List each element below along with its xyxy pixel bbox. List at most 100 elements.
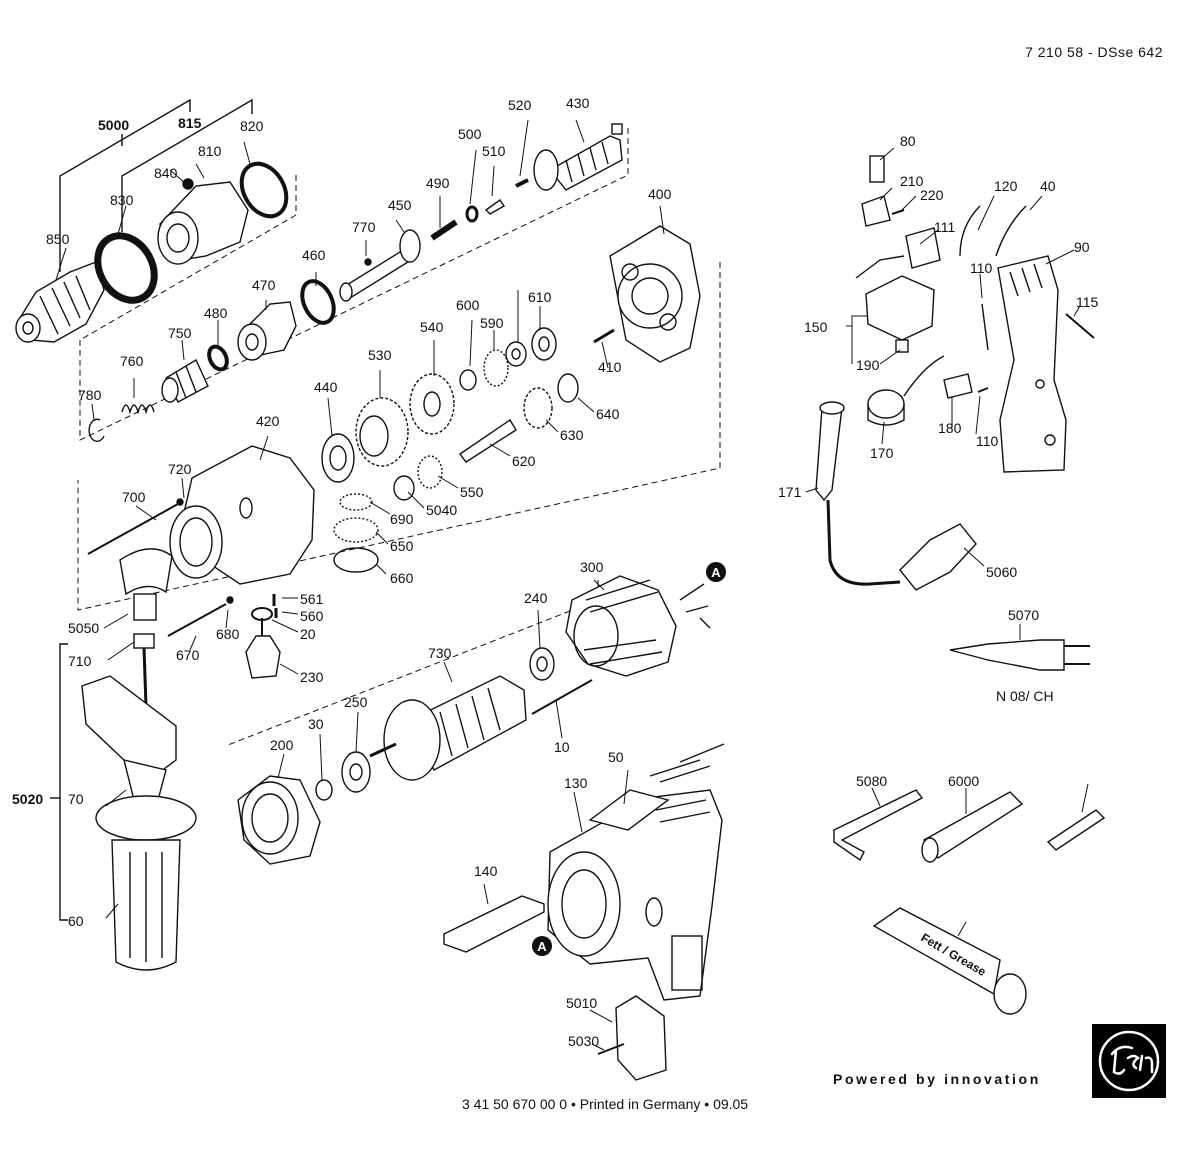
part-label: 5010: [566, 995, 597, 1011]
part-label: 50: [608, 749, 624, 765]
grease-tube: [872, 907, 1027, 1015]
part-label: 500: [458, 126, 482, 142]
spindle: [533, 123, 623, 191]
part-label: 810: [198, 143, 222, 159]
gears-row: [321, 327, 579, 501]
svg-text:A: A: [537, 939, 547, 954]
part-label: 230: [300, 669, 324, 685]
part-label: 560: [300, 608, 324, 624]
part-label: 5060: [986, 564, 1017, 580]
part-label: 20: [300, 626, 316, 642]
motor-housing: [547, 789, 723, 1001]
part-label: 590: [480, 315, 504, 331]
part-label: 610: [528, 289, 552, 305]
part-label: 5000: [98, 117, 129, 133]
part-label: 840: [154, 165, 178, 181]
part-label: 470: [252, 277, 276, 293]
part-label: 5020: [12, 791, 43, 807]
gear-housing-cover: [609, 225, 701, 363]
part-label: 111: [934, 219, 955, 235]
part-label: 190: [856, 357, 880, 373]
part-label: 170: [870, 445, 894, 461]
callout-marker-a-2: A: [532, 936, 552, 956]
leader-lines: [55, 119, 1089, 1051]
part-label: 830: [110, 192, 134, 208]
gear-casing: [169, 445, 315, 585]
part-label: 490: [426, 175, 450, 191]
part-label: 690: [390, 511, 414, 527]
part-label: 660: [390, 570, 414, 586]
part-label: 115: [1076, 294, 1099, 310]
part-label: 450: [388, 197, 412, 213]
part-label: 400: [648, 186, 672, 202]
part-label: 815: [178, 115, 202, 131]
part-label: 710: [68, 653, 92, 669]
part-label: 750: [168, 325, 192, 341]
part-label: 220: [920, 187, 944, 203]
part-label: 760: [120, 353, 144, 369]
part-label: 5070: [1008, 607, 1039, 623]
part-label: 210: [900, 173, 924, 189]
chuck-collar: [157, 178, 249, 265]
part-label: 460: [302, 247, 326, 263]
part-label: 10: [554, 739, 570, 755]
motor-flange: [237, 775, 321, 865]
keyless-chuck: [15, 261, 105, 343]
part-label: 850: [46, 231, 70, 247]
part-label: 780: [78, 387, 102, 403]
sleeve: [161, 358, 209, 403]
part-label: 5030: [568, 1033, 599, 1049]
part-label: 180: [938, 420, 962, 436]
screwdriver-bit: [1046, 809, 1106, 851]
part-label: 430: [566, 95, 590, 111]
part-label: 110: [970, 260, 993, 276]
part-label: 700: [122, 489, 146, 505]
fein-logo: [1092, 1024, 1166, 1098]
callout-marker-a: A: [706, 562, 726, 582]
tagline: Powered by innovation: [833, 1071, 1041, 1087]
part-label: 250: [344, 694, 368, 710]
power-cord: [815, 401, 977, 591]
part-label: 730: [428, 645, 452, 661]
part-label: 670: [176, 647, 200, 663]
part-label: 630: [560, 427, 584, 443]
part-label: 720: [168, 461, 192, 477]
part-label: 480: [204, 305, 228, 321]
part-label: 60: [68, 913, 84, 929]
svg-text:A: A: [711, 565, 721, 580]
part-label: 540: [420, 319, 444, 335]
part-label: 300: [580, 559, 604, 575]
part-label: 90: [1074, 239, 1090, 255]
part-label: 650: [390, 538, 414, 554]
side-handle: [81, 633, 197, 971]
intermediate-shaft: [339, 229, 421, 302]
part-label: 171: [778, 484, 802, 500]
threaded-nut: [237, 301, 297, 361]
part-label: 110: [976, 433, 999, 449]
hex-key: [833, 789, 924, 862]
part-label: 600: [456, 297, 480, 313]
part-label: 120: [994, 178, 1018, 194]
part-label: 561: [300, 591, 324, 607]
part-label: 770: [352, 219, 376, 235]
part-label: 640: [596, 406, 620, 422]
handle-shell: [997, 255, 1067, 473]
part-label: 510: [482, 143, 506, 159]
part-label: 5050: [68, 620, 99, 636]
brush-holder: [861, 155, 905, 227]
part-label: 6000: [948, 773, 979, 789]
part-label: 240: [524, 590, 548, 606]
part-label: 410: [598, 359, 622, 375]
part-label: 440: [314, 379, 338, 395]
part-label: 200: [270, 737, 294, 753]
part-label: 70: [68, 791, 84, 807]
part-label: 130: [564, 775, 588, 791]
part-label: 40: [1040, 178, 1056, 194]
armature: [369, 675, 527, 781]
print-info: 3 41 50 670 00 0 • Printed in Germany • …: [462, 1096, 749, 1112]
part-label: 550: [460, 484, 484, 500]
part-label: 80: [900, 133, 916, 149]
socket-adapter: [921, 791, 1024, 863]
